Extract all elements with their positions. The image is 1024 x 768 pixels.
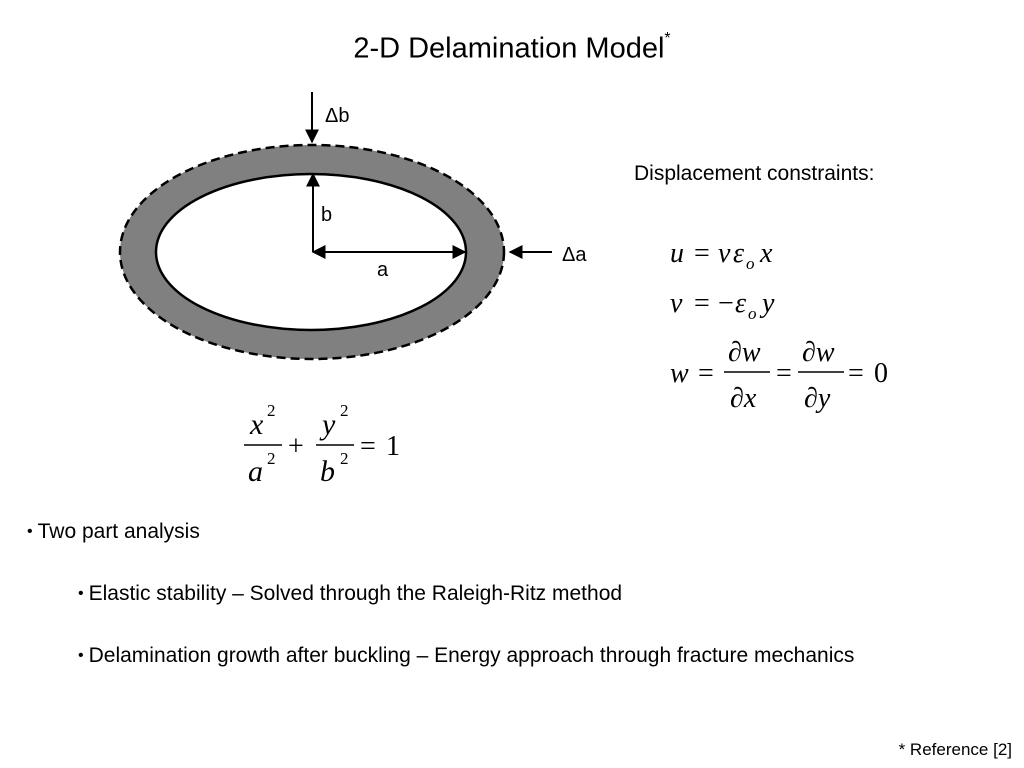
label-delta-a: Δa	[562, 244, 587, 266]
bullet-dot: •	[78, 647, 84, 664]
eq-exp-3: 2	[340, 401, 349, 420]
bullet-text: Two part analysis	[37, 520, 200, 543]
footnote-reference: * Reference [2]	[898, 740, 1012, 759]
equation-u: u = ν ε o x	[670, 238, 773, 273]
title-reference-marker: *	[664, 30, 671, 47]
eq-w-equals-2: =	[776, 358, 792, 389]
eq-w-equals-3: =	[848, 358, 864, 389]
slide-title: 2-D Delamination Model*	[0, 24, 1024, 68]
eq-u-nu: ν	[718, 238, 731, 269]
eq-w-rhs: 0	[874, 358, 888, 389]
eq-exp-1: 2	[267, 401, 276, 420]
delamination-diagram: Δb b a Δa	[118, 92, 587, 361]
equation-v: v = − ε o y	[670, 288, 775, 323]
eq-w-num-1: ∂w	[728, 337, 761, 368]
eq-w-equals-1: =	[698, 358, 714, 389]
eq-equals: =	[360, 431, 376, 462]
eq-u-lhs: u	[670, 238, 684, 269]
eq-w-den-1: ∂x	[730, 383, 757, 414]
eq-u-epsilon: ε	[733, 238, 744, 269]
eq-w-num-2: ∂w	[802, 337, 835, 368]
eq-exp-4: 2	[340, 449, 349, 468]
label-a: a	[377, 259, 389, 281]
bullet-item: •Delamination growth after buckling – En…	[78, 644, 854, 668]
title-text: 2-D Delamination Model	[353, 32, 665, 65]
eq-rhs-one: 1	[386, 431, 400, 462]
eq-w-den-2: ∂y	[804, 383, 831, 414]
bullet-dot: •	[27, 523, 33, 540]
eq-v-equals: =	[694, 288, 710, 319]
eq-v-subscript: o	[748, 304, 757, 323]
bullet-dot: •	[78, 585, 84, 602]
eq-plus: +	[288, 431, 304, 462]
label-b: b	[321, 204, 332, 226]
eq-v-var: y	[759, 288, 775, 319]
eq-den-a: a	[248, 455, 263, 488]
equation-w: w = ∂w ∂x = ∂w ∂y = 0	[670, 337, 888, 414]
eq-v-epsilon: ε	[735, 288, 746, 319]
eq-u-subscript: o	[746, 254, 755, 273]
eq-num-y: y	[319, 408, 336, 441]
eq-w-lhs: w	[670, 358, 689, 389]
constraint-equations: u = ν ε o x v = − ε o y w = ∂w ∂x = ∂w ∂…	[670, 238, 888, 414]
eq-v-lhs: v	[670, 288, 683, 319]
eq-u-var: x	[759, 238, 773, 269]
bullet-item: •Two part analysis	[27, 520, 200, 544]
ellipse-equation: x a y b 2 2 2 2 + = 1	[244, 401, 400, 488]
eq-exp-2: 2	[267, 449, 276, 468]
bullet-text: Elastic stability – Solved through the R…	[88, 582, 623, 605]
bullet-item: •Elastic stability – Solved through the …	[78, 582, 622, 606]
bullet-text: Delamination growth after buckling – Ene…	[88, 644, 855, 667]
eq-u-equals: =	[694, 238, 710, 269]
constraints-heading: Displacement constraints:	[634, 162, 875, 185]
eq-num-x: x	[249, 408, 264, 441]
eq-den-b: b	[320, 455, 335, 488]
label-delta-b: Δb	[325, 105, 349, 127]
eq-v-minus: −	[718, 288, 734, 319]
